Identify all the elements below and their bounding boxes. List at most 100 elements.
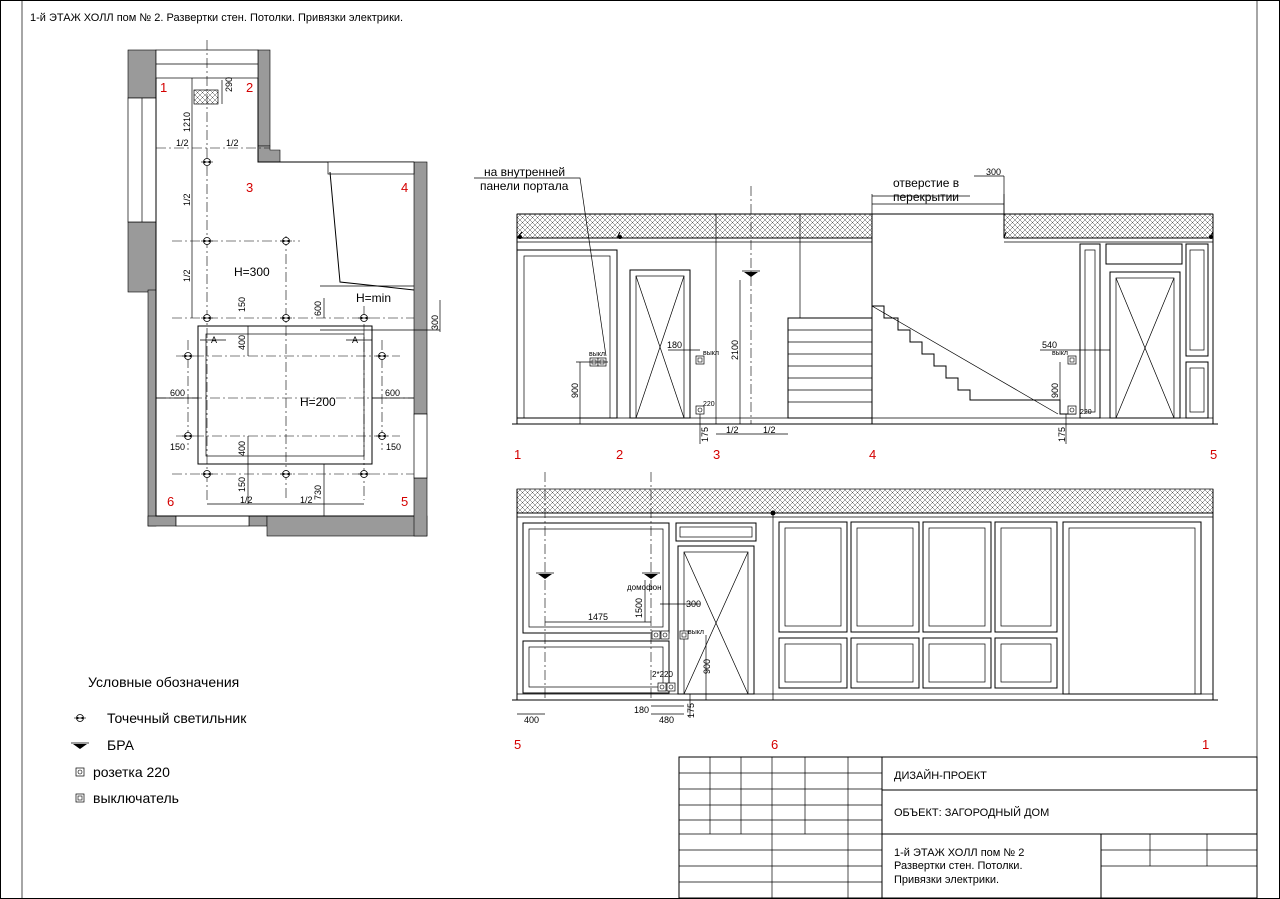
elev-dim: 2100 [730, 340, 740, 360]
plan-dim: 600 [313, 301, 323, 316]
plan-corner-number: 2 [246, 80, 253, 95]
plan-corner-number: 6 [167, 494, 174, 509]
plan-height-lowered: H=200 [300, 395, 336, 409]
elev-dim: 1500 [634, 598, 644, 618]
plan-spotlight-icon [279, 237, 293, 245]
elevation-top: выкл выкл 220 выкл 220 900 180 2100 175 … [474, 165, 1218, 462]
plan-wall [413, 477, 428, 537]
socket-label: 220 [703, 401, 715, 408]
plan-dim: 300 [430, 315, 440, 330]
note-opening: отверстие в перекрытии [893, 176, 962, 204]
switch-label: выкл [688, 629, 704, 636]
wall-panel [850, 521, 920, 633]
elevation-sconce-icon [641, 572, 661, 580]
elev-dim: 1475 [588, 612, 608, 622]
elev-dim: 175 [686, 703, 696, 718]
intercom-label: домофон [627, 583, 662, 592]
elev-wall-number: 1 [1202, 737, 1209, 752]
spotlight-icon [73, 714, 87, 722]
legend-item-label: розетка 220 [93, 764, 170, 780]
ceiling-slab [1003, 213, 1214, 239]
plan-spotlight-icon [200, 237, 214, 245]
plan-wall [257, 49, 271, 147]
plan-spotlight-icon [200, 470, 214, 478]
plan-dim: 1/2 [226, 138, 239, 148]
plan-spotlight-icon [279, 470, 293, 478]
sheet-header: 1-й ЭТАЖ ХОЛЛ пом № 2. Развертки стен. П… [30, 12, 403, 24]
plan-corner-number: 3 [246, 180, 253, 195]
wall-panel [778, 521, 848, 633]
switch-label: выкл [589, 351, 605, 358]
plan-window [175, 515, 250, 527]
legend-item-label: БРА [107, 737, 135, 753]
plan-section-mark: A [352, 335, 358, 345]
plan-lowered-ceiling [197, 325, 373, 465]
elev-dim: 900 [702, 659, 712, 674]
switch-icon [75, 793, 85, 803]
plan-dim: 1210 [182, 112, 192, 132]
plan-dim: 400 [237, 441, 247, 456]
leader-line [474, 177, 607, 357]
stair-elevation [787, 305, 1076, 419]
sconce-icon [70, 742, 90, 750]
plan-dim: 1/2 [182, 193, 192, 206]
elevation-switch-icon [1067, 355, 1077, 365]
plan-stair-outline [329, 171, 415, 291]
plan-corner-number: 1 [160, 80, 167, 95]
plan-window [413, 413, 428, 479]
plan-spotlight-icon [200, 158, 214, 166]
socket-icon [75, 767, 85, 777]
wall-panel [675, 522, 757, 542]
plan-wall [266, 515, 428, 537]
elev-dim: 175 [700, 427, 710, 442]
plan-wall [147, 289, 157, 527]
plan-dim: 400 [237, 335, 247, 350]
plan-dim: 730 [313, 485, 323, 500]
plan-corner-number: 4 [401, 180, 408, 195]
plan-dim: 150 [237, 297, 247, 312]
plan-dim: 1/2 [240, 495, 253, 505]
elev-dim: 1/2 [763, 425, 776, 435]
elevation-socket-icon [651, 630, 661, 640]
elev-dim: 300 [986, 167, 1001, 177]
elev-wall-number: 4 [869, 447, 876, 462]
plan-dim: 1/2 [182, 269, 192, 282]
plan-spotlight-icon [375, 352, 389, 360]
plan-dim: 600 [170, 388, 185, 398]
title-sheet-line: 1-й ЭТАЖ ХОЛЛ пом № 2 [894, 847, 1024, 859]
ceiling-slab [516, 213, 873, 239]
socket-label: 2*220 [652, 670, 673, 679]
wall-panel [922, 637, 992, 689]
door [677, 545, 755, 695]
elev-wall-number: 6 [771, 737, 778, 752]
elevation-switch-icon [695, 355, 705, 365]
plan-wall [127, 221, 157, 293]
plan-vent [193, 89, 219, 105]
plan-spotlight-icon [200, 314, 214, 322]
title-block: ДИЗАЙН-ПРОЕКТ ОБЪЕКТ: ЗАГОРОДНЫЙ ДОМ 1-й… [678, 756, 1258, 899]
elevation-socket-icon [666, 682, 676, 692]
ceiling-slab [516, 488, 1214, 514]
plan-wall [248, 515, 268, 527]
plan-dim: 290 [224, 77, 234, 92]
elev-dim: 180 [667, 340, 682, 350]
wall-panel [994, 521, 1058, 633]
title-sheet-line: Развертки стен. Потолки. [894, 860, 1023, 872]
elev-wall-number: 3 [713, 447, 720, 462]
elev-dim: 540 [1042, 340, 1057, 350]
title-project: ДИЗАЙН-ПРОЕКТ [894, 769, 987, 782]
legend-title: Условные обозначения [88, 674, 239, 690]
plan-spotlight-icon [357, 314, 371, 322]
plan-dim: 1/2 [300, 495, 313, 505]
plan-spotlight-icon [181, 352, 195, 360]
elev-wall-number: 2 [616, 447, 623, 462]
wall-panel [778, 637, 848, 689]
plan-spotlight-icon [279, 314, 293, 322]
plan-dim: 150 [170, 442, 185, 452]
wall-panel [922, 521, 992, 633]
wall-panel [1105, 243, 1183, 265]
plan-dim: 150 [386, 442, 401, 452]
legend-item-label: выключатель [93, 790, 179, 806]
